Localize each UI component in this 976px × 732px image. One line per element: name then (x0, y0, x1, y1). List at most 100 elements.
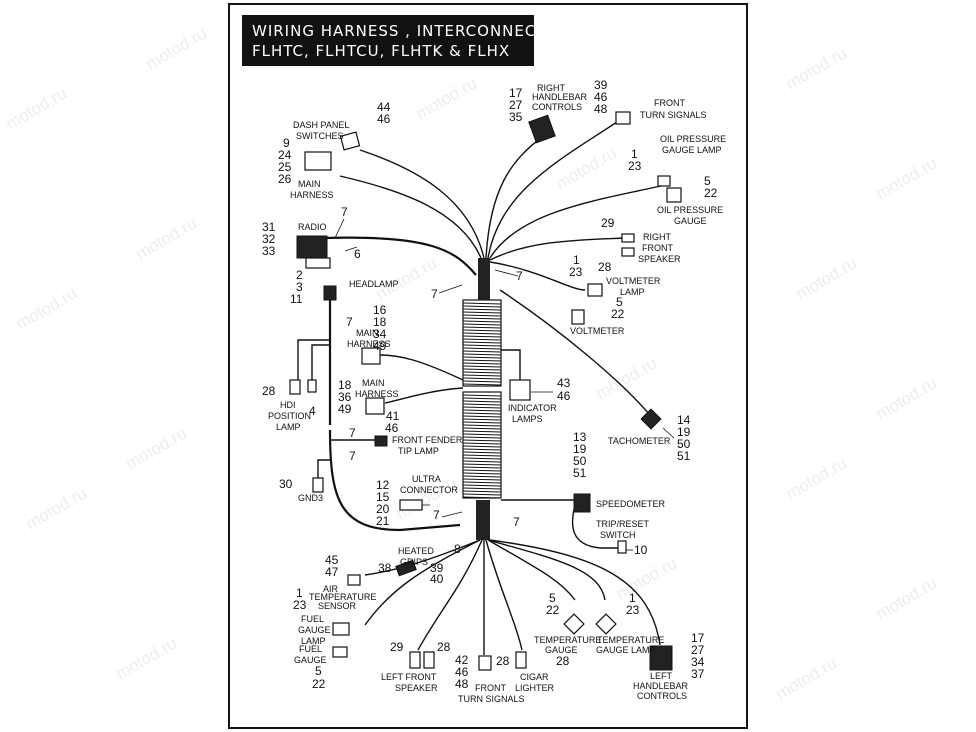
label-front-turn-top-2: TURN SIGNALS (640, 110, 707, 120)
label-right-hb-3: CONTROLS (532, 102, 582, 112)
label-cigar-1: CIGAR (520, 672, 549, 682)
callout-8: 8 (454, 542, 461, 556)
radio-connector (296, 235, 328, 259)
wire-main-low (384, 387, 464, 404)
callout-cigar-28: 28 (496, 654, 510, 668)
callout-fuel-lamp-1: 1 (296, 586, 303, 600)
watermark: motod.ru (113, 633, 181, 683)
trunk-coil-line (462, 496, 502, 499)
callout-radio-6: 6 (354, 247, 361, 261)
label-main-mid-2: HARNESS (347, 339, 391, 349)
label-trip-2: SWITCH (600, 530, 636, 540)
trunk-coil-line (462, 311, 502, 314)
label-oil-lamp-2: GAUGE LAMP (662, 145, 722, 155)
temp-lamp-connector (595, 613, 617, 635)
callout-dash-1: 44 (377, 100, 391, 114)
ultra-connector (399, 499, 423, 511)
callout-ftb-1: 42 (455, 653, 469, 667)
diagram-title: WIRING HARNESS , INTERCONNECT - FLHTC, F… (242, 15, 558, 66)
trunk-coil-line (462, 400, 502, 403)
wire-dash (359, 149, 485, 259)
wire-temp-lamp (487, 539, 606, 601)
wire-main-top (339, 175, 482, 259)
trunk-coil-line (462, 481, 502, 484)
callout-fuel-lamp-2: 23 (293, 598, 307, 612)
trunk-coil-line (462, 472, 502, 475)
trunk-coil-line (462, 442, 502, 445)
trunk-coil-line (462, 427, 502, 430)
watermark: motod.ru (133, 213, 201, 263)
trunk-coil-line (462, 469, 502, 472)
wire-left-hb (489, 539, 661, 646)
label-front-turn-bottom-1: FRONT (475, 683, 506, 693)
callout-main-low-2: 36 (338, 390, 352, 404)
label-fuel-gauge-2: GAUGE (294, 655, 327, 665)
watermark: motod.ru (23, 483, 91, 533)
label-dash-panel-2: SWITCHES (296, 131, 344, 141)
callout-headlamp-2: 3 (296, 280, 303, 294)
trunk-bottom-neck (476, 500, 490, 540)
trunk-coil-line (462, 463, 502, 466)
label-main-mid-1: MAIN (356, 328, 379, 338)
leader-radio-6 (344, 246, 358, 252)
wire-lfs (417, 539, 483, 651)
watermark: motod.ru (783, 453, 851, 503)
label-speaker-3: SPEAKER (638, 254, 681, 264)
trunk-coil-line (462, 356, 502, 359)
wire-front-turn (487, 119, 621, 259)
watermark: motod.ru (783, 43, 851, 93)
callout-tach-2: 19 (677, 425, 691, 439)
callout-temp-gauge-28: 28 (556, 654, 570, 668)
label-cigar-2: LIGHTER (515, 683, 555, 693)
headlamp-connector (323, 285, 337, 301)
label-grips-2: GRIPS (400, 557, 428, 567)
trunk-coil-line (462, 353, 502, 356)
label-air-2: TEMPERATURE (309, 592, 376, 602)
label-oil-lamp-1: OIL PRESSURE (660, 134, 726, 144)
wire-voltmeter (489, 261, 586, 291)
trunk-coil-line (462, 424, 502, 427)
main-trunk (462, 258, 502, 540)
leader-7-right (494, 269, 519, 277)
wire-fuel (364, 539, 481, 626)
trunk-coil-line (462, 403, 502, 406)
callout-right-hb-1: 17 (509, 86, 523, 100)
watermark: motod.ru (773, 653, 841, 703)
trunk-coil-line (462, 317, 502, 320)
label-fuel-lamp-3: LAMP (301, 636, 326, 646)
callout-dash-2: 46 (377, 112, 391, 126)
label-indicator-2: LAMPS (512, 414, 543, 424)
cigar-lighter-terminal (515, 651, 527, 669)
gnd3-terminal (312, 477, 324, 493)
label-right-hb-2: HANDLEBAR (532, 92, 588, 102)
trunk-coil-line (462, 412, 502, 415)
trunk-coil-line (462, 397, 502, 400)
trunk-coil-line (462, 323, 502, 326)
callout-main-mid-3: 34 (373, 327, 387, 341)
callout-ultra-1: 12 (376, 478, 390, 492)
callout-ultra-3: 20 (376, 502, 390, 516)
callout-fender-46: 46 (385, 421, 399, 435)
fender-tip-connector (374, 435, 388, 447)
callout-trip-10: 10 (634, 543, 648, 557)
label-speedometer: SPEEDOMETER (596, 499, 666, 509)
trunk-coil-line (462, 329, 502, 332)
label-hdi-3: LAMP (276, 422, 301, 432)
trunk-coil-line (462, 371, 502, 374)
callout-7-bottom-right: 7 (513, 515, 520, 529)
callout-temp-lamp-2: 23 (626, 603, 640, 617)
callout-tach-1: 14 (677, 413, 691, 427)
callout-left-hb-2: 27 (691, 643, 705, 657)
callout-headlamp-1: 2 (296, 268, 303, 282)
label-indicator-1: INDICATOR (508, 403, 557, 413)
callout-7-radio: 7 (341, 205, 348, 219)
label-ultra-1: ULTRA (412, 474, 441, 484)
watermark: motod.ru (123, 423, 191, 473)
air-temp-sensor (347, 574, 361, 586)
trunk-coil-line (462, 415, 502, 418)
callout-speaker-29: 29 (601, 216, 615, 230)
callout-hdi-28: 28 (262, 384, 276, 398)
callout-oil-gauge-2: 22 (704, 186, 718, 200)
trunk-coil-line (462, 430, 502, 433)
label-lfs-2: SPEAKER (395, 683, 438, 693)
